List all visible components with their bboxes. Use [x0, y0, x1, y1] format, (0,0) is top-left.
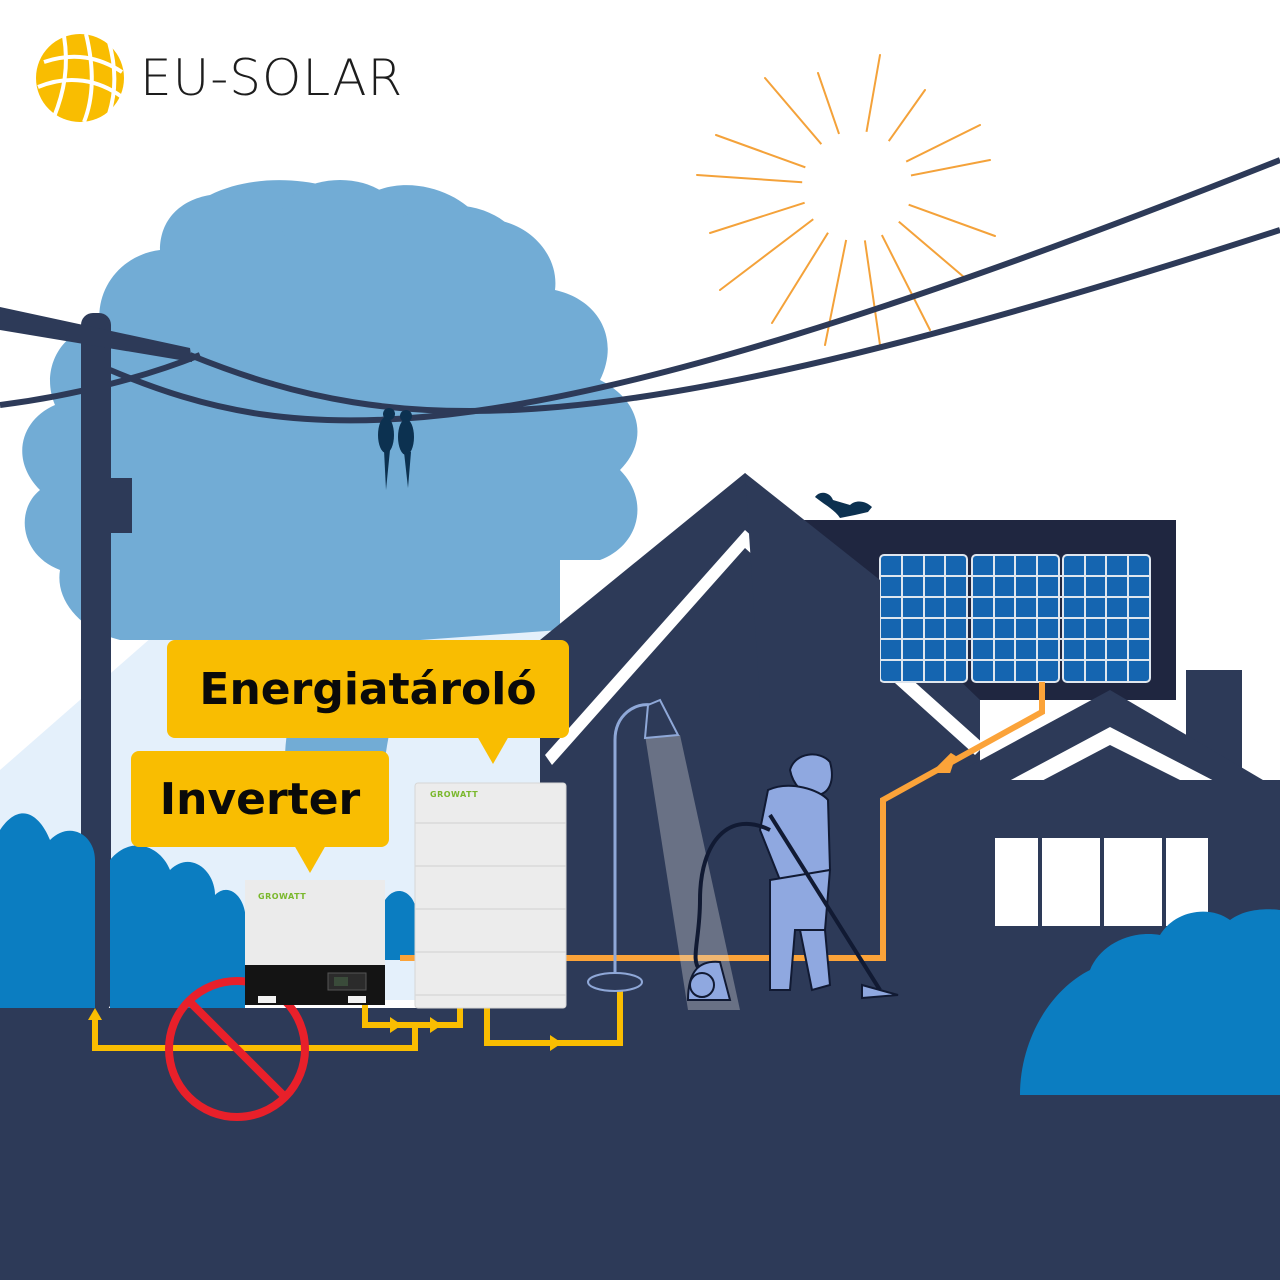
arrow-up-icon — [88, 1008, 102, 1020]
tree-icon — [22, 180, 638, 760]
utility-pole — [0, 307, 192, 1013]
bush-left — [0, 813, 415, 1010]
birds-icon — [378, 408, 414, 490]
solar-flow-line — [400, 682, 1045, 961]
floor-lamp-icon — [587, 698, 740, 1010]
arrow-right-icon — [430, 1017, 442, 1033]
energy-storage-label-text: Energiatároló — [199, 663, 537, 715]
power-lines — [0, 157, 1280, 424]
bush-right — [1020, 909, 1280, 1095]
energy-storage-label: Energiatároló — [167, 640, 569, 764]
eu-solar-logo: EU-SOLAR — [34, 32, 403, 124]
solar-panels — [745, 473, 1151, 700]
battery-brand: GROWATT — [430, 790, 479, 799]
inverter-device — [245, 880, 385, 1005]
battery-device — [414, 782, 567, 1009]
prohibited-icon — [165, 977, 309, 1121]
arrow-right-icon — [550, 1035, 562, 1051]
inverter-label: Inverter — [131, 751, 389, 873]
sun-icon — [696, 54, 996, 346]
house-window — [995, 838, 1208, 926]
logo-text: EU-SOLAR — [140, 49, 404, 107]
arrow-right-icon — [390, 1017, 402, 1033]
squirrel-icon — [815, 492, 872, 518]
solar-globe-icon — [36, 33, 124, 123]
inverter-brand: GROWATT — [258, 892, 307, 901]
inverter-label-text: Inverter — [159, 773, 361, 825]
person-vacuuming-icon — [686, 753, 899, 1001]
